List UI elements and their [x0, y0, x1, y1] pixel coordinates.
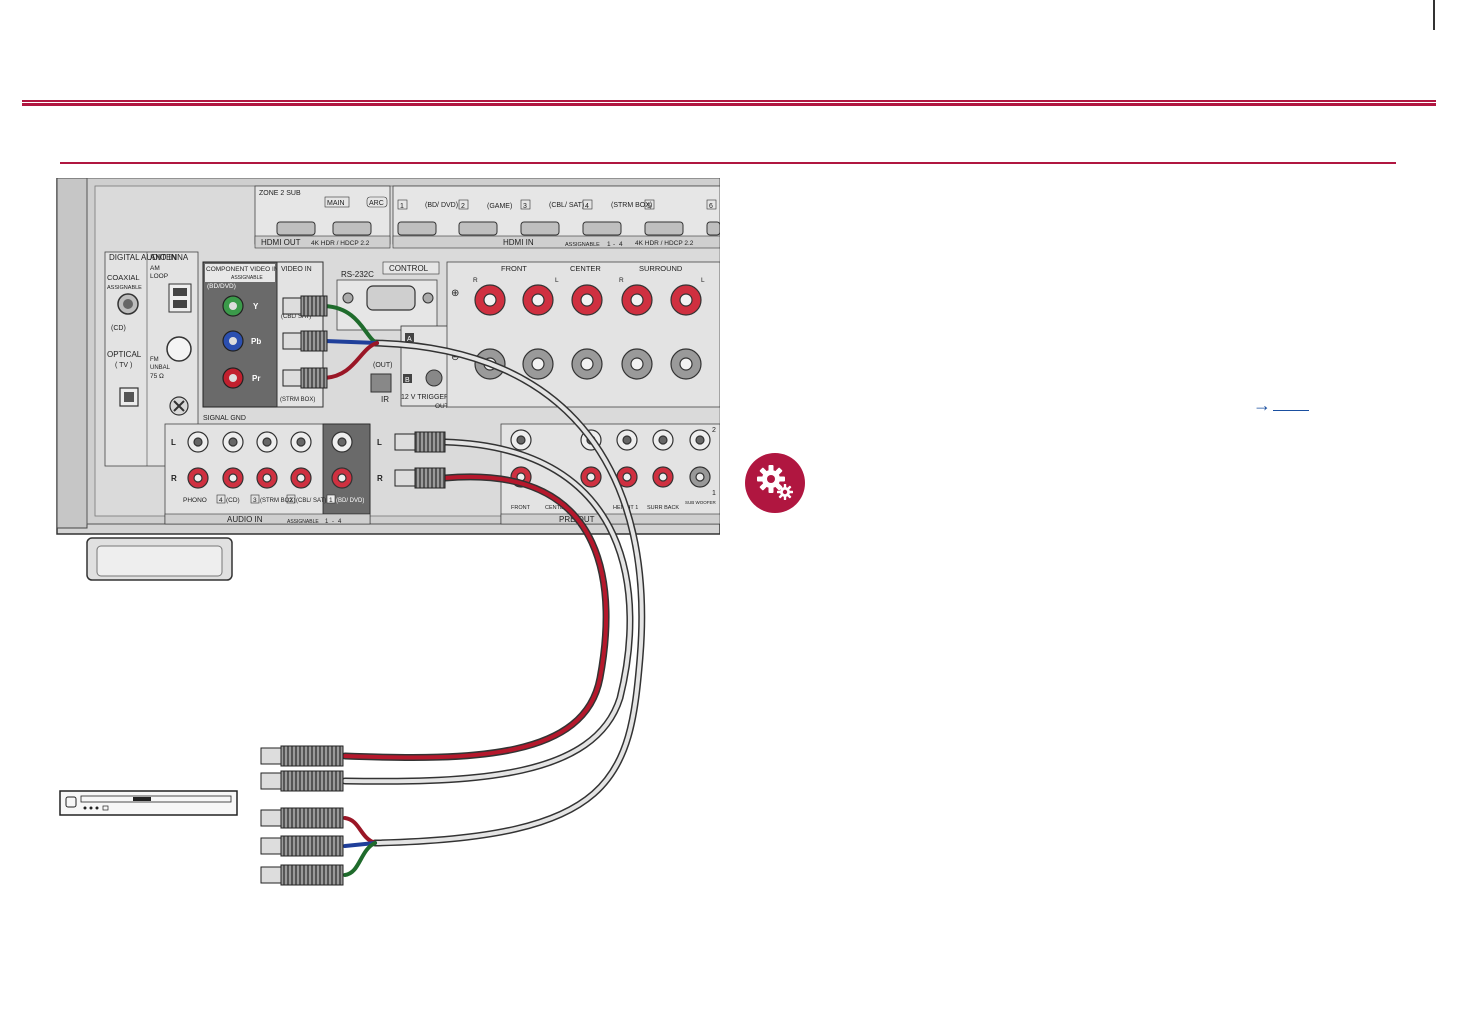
reference-page: [1273, 396, 1309, 411]
antenna-loop-label: LOOP: [150, 273, 168, 280]
control-ir-label: IR: [381, 395, 389, 404]
hdmi-in-2-num: 2: [461, 203, 465, 210]
audio-in-3-label: (STRM BOX): [260, 498, 295, 504]
hdmi-in-2-label: (GAME): [487, 203, 512, 210]
video-in-strm-box-label: (STRM BOX): [280, 397, 315, 403]
audio-in-phono-label: PHONO: [183, 497, 207, 504]
audio-in-4-label: (CD): [226, 497, 240, 504]
settings-gears-icon: [745, 453, 805, 513]
rs232c-label: RS-232C: [341, 270, 374, 279]
pre-out-num-2: 2: [712, 427, 716, 434]
hdmi-in-title: HDMI IN: [503, 238, 534, 247]
pre-out-num-1: 1: [712, 490, 716, 497]
header-rule: [22, 100, 1436, 106]
signal-gnd-label: SIGNAL GND: [203, 415, 246, 422]
hdmi-in-1-label: (BD/ DVD): [425, 202, 458, 209]
bd-dvd-player-device: [59, 790, 238, 816]
control-title: CONTROL: [389, 264, 429, 273]
hdmi-in-5-num: 5: [647, 203, 651, 210]
audio-in-range-dash: -: [332, 519, 334, 525]
optical-label: OPTICAL: [107, 350, 142, 359]
optical-tv-label: ( TV ): [115, 362, 132, 369]
speaker-front-label: FRONT: [501, 264, 527, 273]
page-tab-marker: [1433, 0, 1457, 30]
plug-r-label: R: [377, 474, 383, 483]
pre-out-center: CENTER: [545, 505, 568, 511]
trigger-label: 12 V TRIGGER: [401, 394, 449, 401]
audio-in-range-4: 4: [338, 519, 342, 525]
receiver-rear-panel-illustration: ZONE 2 SUB MAIN ARC HDMI OUT 4K HDR / HD…: [56, 178, 720, 886]
speaker-front-l: L: [555, 277, 559, 284]
hdmi-in-hdr: 4K HDR / HDCP 2.2: [635, 240, 694, 247]
hdmi-in-6-num: 6: [709, 203, 713, 210]
hdmi-in-range-4: 4: [619, 241, 623, 248]
component-video-in-title: COMPONENT VIDEO IN: [206, 266, 279, 273]
plug-l-label: L: [377, 438, 382, 447]
hdmi-in-3-label: (CBL/ SAT): [549, 202, 584, 209]
coaxial-cd-label: (CD): [111, 325, 126, 332]
speaker-surround-l: L: [701, 277, 705, 284]
hdmi-in-range-1: 1: [607, 241, 611, 248]
component-pb-label: Pb: [251, 337, 261, 346]
component-pr-label: Pr: [252, 374, 260, 383]
control-a-label: A: [407, 336, 412, 343]
hdmi-out-zone2-label: ZONE 2 SUB: [259, 190, 301, 197]
coaxial-label: COAXIAL: [107, 273, 140, 282]
audio-in-assignable: ASSIGNABLE: [287, 519, 319, 525]
speaker-center-label: CENTER: [570, 264, 601, 273]
speaker-surround-label: SURROUND: [639, 264, 683, 273]
audio-in-range-1: 1: [325, 519, 329, 525]
antenna-unbal-label: UNBAL: [150, 365, 171, 371]
trigger-out-label: OUT: [435, 403, 449, 410]
hdmi-in-assignable: ASSIGNABLE: [565, 242, 600, 248]
hdmi-in-3-num: 3: [523, 203, 527, 210]
speaker-front-r: R: [473, 277, 478, 284]
audio-in-l-label: L: [171, 438, 176, 447]
control-out-label: (OUT): [373, 362, 392, 369]
coaxial-assignable: ASSIGNABLE: [107, 285, 142, 291]
speaker-minus-symbol: ⊖: [451, 352, 459, 363]
speaker-surround-r: R: [619, 277, 624, 284]
hdmi-out-main-label: MAIN: [327, 200, 345, 207]
component-assignable: ASSIGNABLE: [231, 275, 263, 281]
section-rule: [60, 162, 1396, 164]
control-b-label: B: [405, 377, 410, 384]
component-y-label: Y: [253, 302, 259, 311]
audio-in-2-label: (CBL/ SAT): [296, 498, 326, 504]
video-in-cbl-sat-label: (CBL/ SAT): [281, 314, 311, 320]
hdmi-in-4-num: 4: [585, 203, 589, 210]
page-reference-link[interactable]: →: [1253, 395, 1309, 416]
reference-arrow: →: [1253, 395, 1271, 415]
pre-out-surr-back: SURR BACK: [647, 505, 679, 511]
connection-diagram: ZONE 2 SUB MAIN ARC HDMI OUT 4K HDR / HD…: [55, 178, 720, 890]
hdmi-out-arc-label: ARC: [369, 200, 384, 207]
audio-in-1-num: 1: [329, 497, 333, 504]
hdmi-out-title: HDMI OUT: [261, 238, 301, 247]
pre-out-subwoofer: SUB WOOFER: [685, 500, 717, 505]
antenna-ohm-label: 75 Ω: [150, 373, 164, 380]
antenna-fm-label: FM: [150, 357, 159, 363]
antenna-title: ANTENNA: [150, 253, 189, 262]
digital-audio-in-title: DIGITAL AUDIO IN: [109, 253, 177, 262]
audio-in-title: AUDIO IN: [227, 515, 263, 524]
hdmi-in-range-dash: -: [613, 241, 615, 248]
audio-in-2-num: 2: [289, 497, 293, 504]
antenna-am-label: AM: [150, 265, 160, 272]
audio-in-1-label: (BD/ DVD): [336, 498, 364, 504]
pre-out-front: FRONT: [511, 505, 531, 511]
hdmi-in-4-label: (STRM BOX): [611, 202, 652, 209]
component-bd-dvd-label: (BD/DVD): [207, 283, 236, 290]
video-in-title: VIDEO IN: [281, 266, 312, 273]
audio-in-4-num: 4: [219, 497, 223, 504]
speaker-plus-symbol: ⊕: [451, 288, 459, 299]
audio-in-r-label: R: [171, 474, 177, 483]
hdmi-out-hdr: 4K HDR / HDCP 2.2: [311, 240, 370, 247]
hdmi-in-1-num: 1: [400, 203, 404, 210]
audio-in-3-num: 3: [253, 497, 257, 504]
